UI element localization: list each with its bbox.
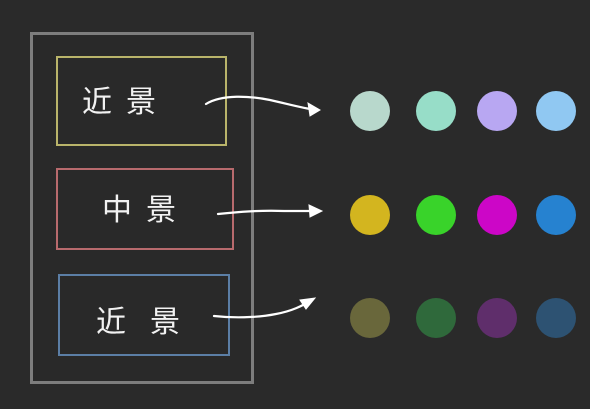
- row-1-swatch-3: [477, 91, 517, 131]
- row-1-box: [56, 56, 227, 146]
- row-2-swatch-2: [416, 195, 456, 235]
- row-3-box: [58, 274, 230, 356]
- row-2-swatch-1: [350, 195, 390, 235]
- row-3-swatch-2: [416, 298, 456, 338]
- row-1-swatch-1: [350, 91, 390, 131]
- row-2-swatch-3: [477, 195, 517, 235]
- row-3-label: 近景: [96, 305, 204, 340]
- row-2-arrowhead: [308, 204, 324, 218]
- row-1-swatch-4: [536, 91, 576, 131]
- row-3-swatch-3: [477, 298, 517, 338]
- row-1-swatch-2: [416, 91, 456, 131]
- row-3-swatch-4: [536, 298, 576, 338]
- layer-panel: [30, 32, 254, 384]
- row-1-arrowhead: [307, 102, 321, 117]
- row-3-arrowhead: [299, 297, 317, 310]
- row-2-swatch-4: [536, 195, 576, 235]
- row-2-label: 中景: [102, 193, 190, 228]
- row-3-swatch-1: [350, 298, 390, 338]
- row-2-box: [56, 168, 234, 250]
- row-3-arrow: [212, 298, 314, 319]
- row-1-arrow: [204, 95, 318, 112]
- row-1-label: 近景: [82, 85, 170, 120]
- row-2-arrow: [216, 209, 320, 216]
